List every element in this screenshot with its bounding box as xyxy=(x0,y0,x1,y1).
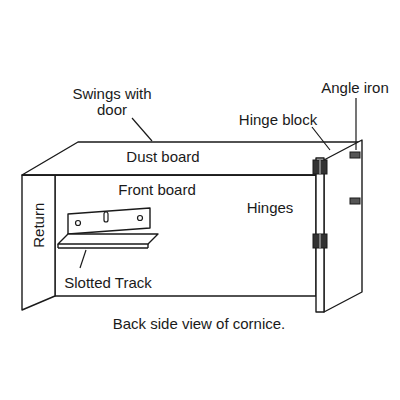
hinge-pin xyxy=(320,160,321,174)
track-slot xyxy=(104,212,108,222)
part-label: Swings with door xyxy=(62,86,162,119)
part-label: Angle iron xyxy=(321,80,389,97)
part-label: Return xyxy=(32,202,49,247)
door-panel xyxy=(324,140,362,312)
shelf-lip xyxy=(58,247,148,248)
part-label: Front board xyxy=(118,182,196,199)
shelf-lip xyxy=(147,244,148,248)
angle-iron xyxy=(350,198,360,204)
leader-line xyxy=(312,127,330,150)
leader-line xyxy=(80,250,86,268)
part-label: Dust board xyxy=(126,149,199,166)
part-label: Hinges xyxy=(247,200,294,217)
part-label: Hinge block xyxy=(239,112,317,129)
hinge xyxy=(313,234,327,248)
dust-board xyxy=(22,142,360,175)
part-label: Slotted Track xyxy=(64,275,152,292)
dust-board-edge xyxy=(22,174,316,175)
hinge-pin xyxy=(320,234,321,248)
hinge xyxy=(313,160,327,174)
return-panel xyxy=(22,175,55,310)
angle-iron xyxy=(350,152,360,158)
slotted-track-plate xyxy=(68,208,150,234)
slotted-track-shelf xyxy=(58,234,158,244)
track-hole xyxy=(76,221,81,226)
track-hole xyxy=(138,216,143,221)
leader-line xyxy=(355,98,356,150)
caption: Back side view of cornice. xyxy=(113,316,286,333)
leader-line xyxy=(132,118,152,141)
front-board xyxy=(55,175,316,296)
